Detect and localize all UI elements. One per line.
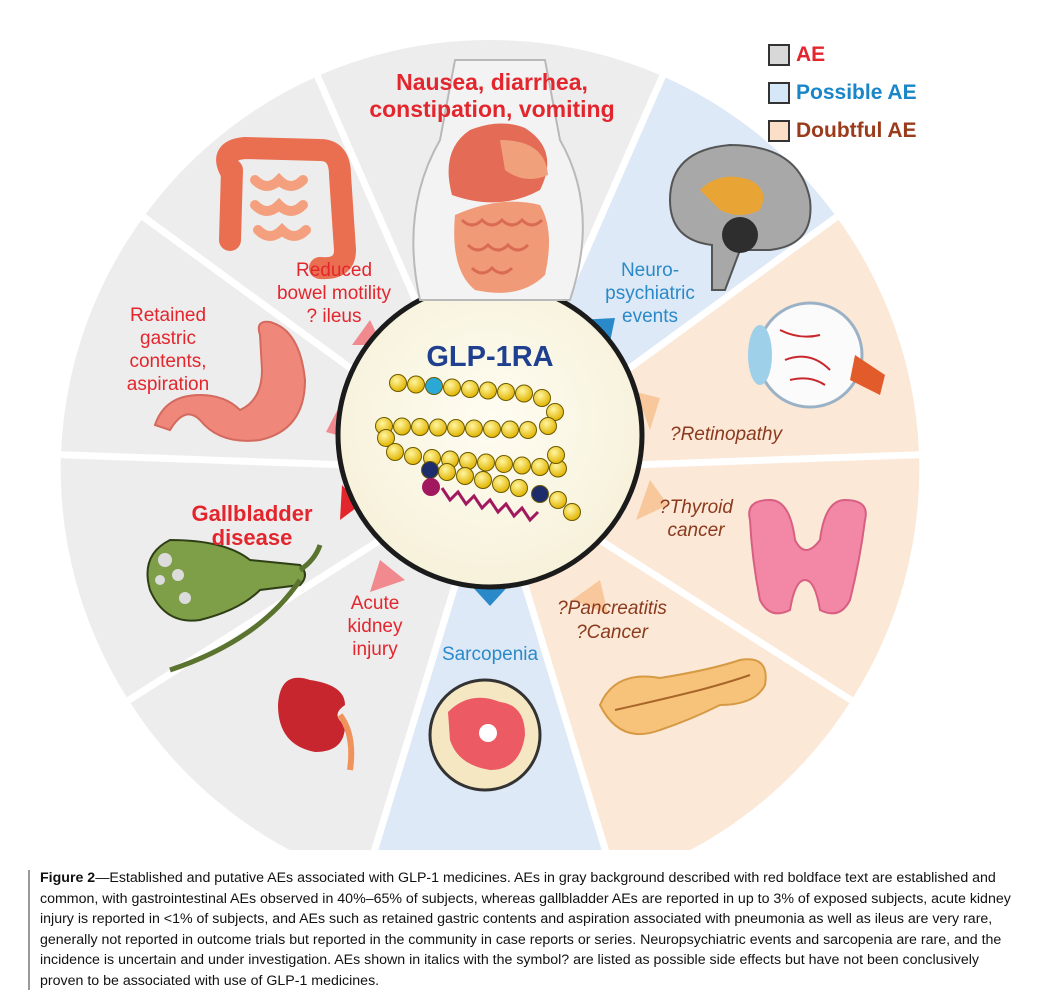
peptide-chain [375,374,581,521]
peptide-bead [513,456,531,475]
peptide-bead [515,384,533,403]
pointer-gallbladder [340,485,360,520]
peptide-bead [465,419,483,438]
peptide-bead [429,418,447,437]
peptide-bead [421,461,439,479]
label-bowel-line-2: bowel motility [277,283,392,304]
segment-pancreatitis [490,470,852,850]
legend: AE Possible AE Doubtful AE [768,36,917,150]
segment-labels: Nausea, diarrhea,constipation, vomitingN… [127,69,784,665]
label-bowel-line-3: ? ileus [307,306,362,327]
center-title: GLP-1RA [426,341,553,373]
peptide-bead [438,463,456,481]
label-neuro-line-3: events [622,306,678,327]
label-sarcopenia-line-1: Sarcopenia [442,644,539,665]
legend-swatch-ae [768,44,790,66]
pointer-pancreatitis [572,580,608,614]
caption-label: Figure 2 [40,870,96,886]
peptide-bead [531,485,549,503]
label-gastric-line-2: gastric [140,328,196,349]
glp1-adverse-events-wheel: GLP-1RA [60,40,920,850]
label-gallbladder-line-2: disease [212,525,293,550]
peptide-bead [474,471,492,489]
peptide-bead [456,467,474,485]
label-pancreatitis-line-1: ?Pancreatitis [557,598,667,619]
label-pancreatitis-line-2: ?Cancer [576,622,648,643]
peptide-bead [404,447,422,465]
legend-label-ae: AE [796,43,826,66]
peptide-bead [425,377,443,395]
fatty-acid-chain [440,487,540,523]
label-gastric-line-3: contents, [129,351,206,372]
label-nausea-line-1: Nausea, diarrhea, [396,69,588,95]
label-neuro-line-2: psychiatric [605,283,695,304]
label-gastric-line-1: Retained [130,305,206,326]
label-kidney-line-3: injury [352,639,398,660]
legend-swatch-doubtful-ae [768,120,790,142]
peptide-bead [497,383,515,401]
peptide-bead [386,443,404,461]
fatty-acid-head [422,478,440,496]
caption-text: —Established and putative AEs associated… [40,870,1011,989]
peptide-bead [483,420,501,438]
peptide-bead [492,475,510,493]
brain-illustration [668,143,812,291]
peptide-bead [533,389,551,407]
legend-item-possible-ae: Possible AE [768,74,917,112]
peptide-bead [411,418,429,436]
label-thyroid-line-1: ?Thyroid [659,497,734,518]
label-gallbladder-line-1: Gallbladder [191,501,312,526]
peptide-bead [495,455,513,473]
label-kidney-line-1: Acute [351,593,400,614]
peptide-bead [459,452,477,470]
colon-illustration [216,136,357,280]
peptide-bead [443,378,461,397]
peptide-bead [531,458,549,476]
label-retinopathy-line-1: ?Retinopathy [670,424,783,445]
caption-rule [28,870,30,990]
peptide-bead [501,420,519,439]
legend-swatch-possible-ae [768,82,790,104]
label-nausea-line-2: constipation, vomiting [369,96,614,122]
pointer-retinopathy [636,392,660,430]
kidney-illustration [278,677,355,771]
peptide-bead [479,381,497,400]
peptide-bead [389,374,407,392]
segment-kidney [128,470,490,850]
figure-caption: Figure 2—Established and putative AEs as… [40,868,1020,991]
peptide-bead [549,491,567,509]
muscle-cross-section-illustration [428,678,542,792]
label-neuro-line-1: Neuro- [621,260,679,281]
peptide-bead [393,417,411,436]
torso-gi-illustration [412,59,584,301]
stomach-illustration [153,320,307,442]
gallbladder-illustration [146,538,323,673]
legend-label-doubtful-ae: Doubtful AE [796,119,917,142]
legend-label-possible-ae: Possible AE [796,81,917,104]
eye-illustration [748,301,885,409]
label-bowel-line-1: Reduced [296,260,372,281]
peptide-bead [477,453,495,472]
peptide-bead [510,479,528,497]
label-kidney-line-2: kidney [348,616,403,637]
pancreas-illustration [598,658,767,735]
legend-item-ae: AE [768,36,917,74]
peptide-bead [377,429,395,447]
peptide-bead [407,375,425,394]
peptide-bead [519,421,537,439]
pointer-kidney [370,560,405,592]
peptide-bead [547,446,565,464]
label-thyroid-line-2: cancer [667,520,725,541]
label-gastric-line-4: aspiration [127,374,209,395]
pointer-thyroid [636,480,668,520]
peptide-bead [563,503,581,521]
peptide-bead [447,419,465,437]
peptide-bead [461,380,479,398]
legend-item-doubtful-ae: Doubtful AE [768,112,917,150]
peptide-bead [539,417,557,435]
thyroid-illustration [748,498,867,615]
